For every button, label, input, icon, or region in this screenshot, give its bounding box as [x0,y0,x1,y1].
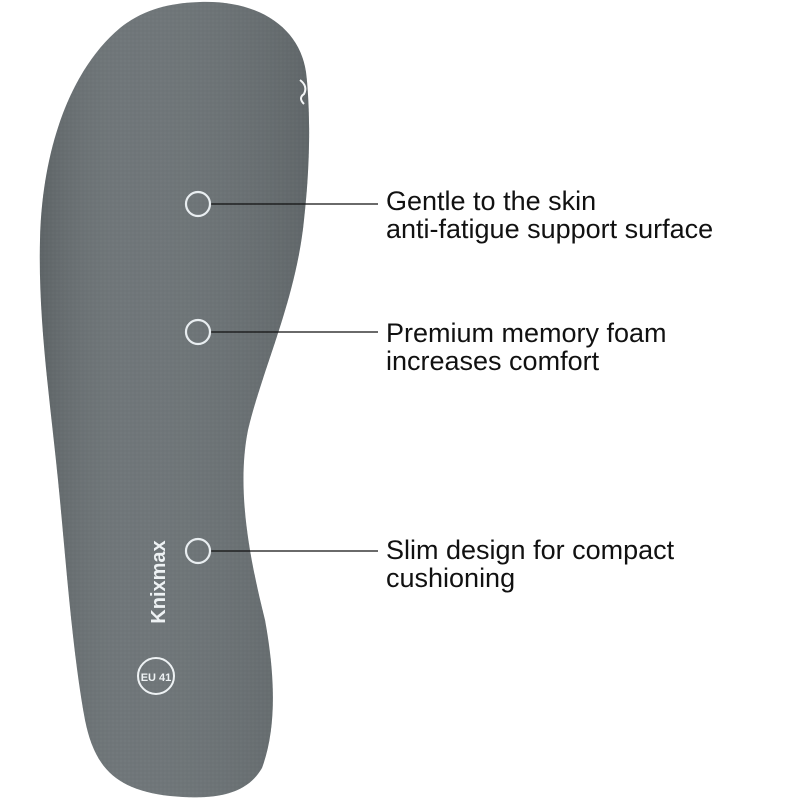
size-badge-ring [137,657,175,695]
feature-callout-slim: Slim design for compact cushioning [386,536,674,592]
feature-title: Slim design for compact [386,535,675,565]
feature-callout-foam: Premium memory foam increases comfort [386,319,667,375]
feature-subtitle: anti-fatigue support surface [386,214,714,244]
feature-subtitle: cushioning [386,563,516,593]
feature-marker-3 [184,537,212,565]
feature-subtitle: increases comfort [386,346,600,376]
feature-callout-skin: Gentle to the skin anti-fatigue support … [386,187,713,243]
toe-edge-notch [299,79,307,105]
brand-logo: Knixmax [148,540,170,623]
feature-marker-2 [184,318,212,346]
size-badge: EU 41 [141,672,172,684]
feature-title: Premium memory foam [386,318,667,348]
feature-marker-1 [184,190,212,218]
feature-title: Gentle to the skin [386,186,597,216]
insole-shading [39,1,310,798]
